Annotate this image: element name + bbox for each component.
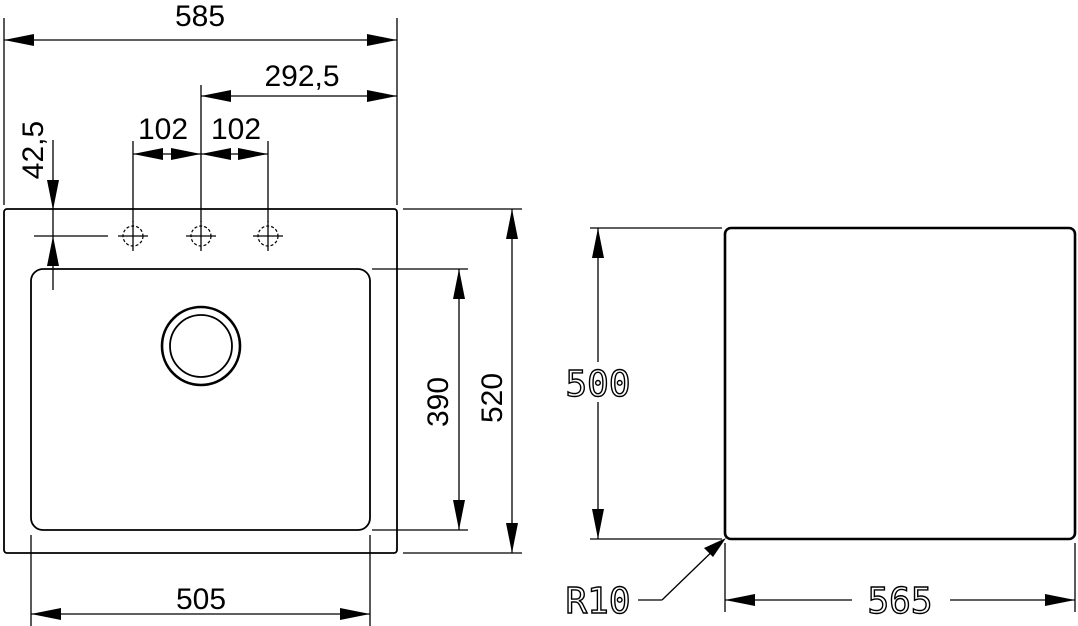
tap-hole-left [118,221,148,251]
dimension-bowl-width: 505 [30,535,371,626]
bowl-outline [30,268,371,531]
dim-520-label: 520 [476,373,509,423]
dimension-corner-radius: R10 [565,538,726,623]
dim-505-label: 505 [176,583,226,616]
dimension-cutout-width: 565 [724,543,1076,623]
dimension-tap-spacing: 102 102 [132,113,269,222]
dim-390-label: 390 [422,377,455,427]
dimension-bowl-depth: 390 [372,268,468,531]
dimension-overall-width: 585 [3,0,398,205]
dim-102-right-label: 102 [211,113,261,146]
sink-top-view: 585 292,5 102 102 42,5 [3,0,522,626]
sink-outline [3,208,398,554]
dimension-cutout-depth: 500 [556,227,722,540]
dim-565-label: 565 [867,581,932,622]
dim-292-5-label: 292,5 [264,60,339,93]
dim-r10-label: R10 [565,581,630,622]
tap-hole-center [186,221,216,251]
drain-inner-circle [169,314,233,378]
cutout-outline [723,226,1077,541]
dimension-tap-offset: 42,5 [17,121,59,290]
drain-outer-circle [160,305,242,387]
cutout-view: 500 565 R10 [556,226,1077,623]
dim-585-label: 585 [175,0,225,33]
dim-102-left-label: 102 [138,113,188,146]
dimension-half-width: 292,5 [200,60,397,222]
dimension-overall-depth: 520 [403,208,522,554]
dim-42-5-label: 42,5 [17,121,50,179]
dim-500-label: 500 [565,364,630,405]
tap-hole-right [253,221,283,251]
